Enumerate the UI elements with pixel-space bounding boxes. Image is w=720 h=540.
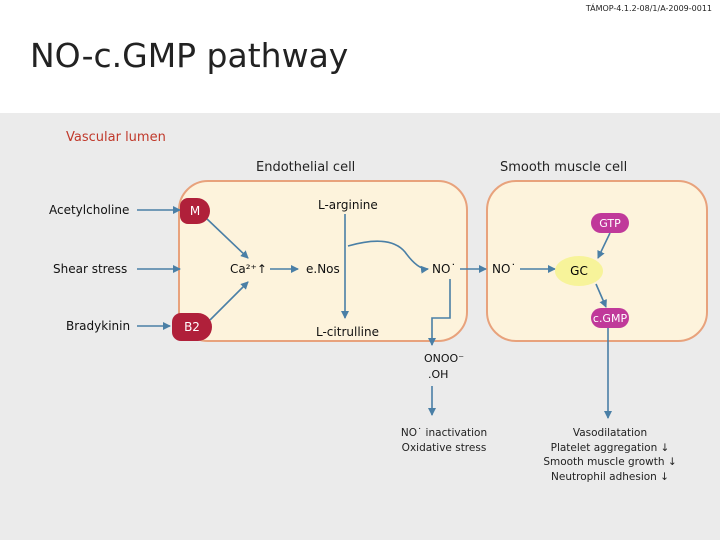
b2-receptor: B2 (172, 313, 212, 341)
arrow-gc-to-cgmp (595, 283, 607, 308)
stimulus-bradykinin: Bradykinin (66, 319, 131, 333)
onoo-label: ONOO⁻ (424, 352, 465, 365)
vascular-lumen-label: Vascular lumen (66, 130, 166, 145)
arrow-gtp-to-gc (597, 232, 611, 259)
l-citrulline-label: L-citrulline (316, 325, 379, 339)
arrow-m-to-calcium (205, 217, 249, 259)
cgmp-badge: c.GMP (591, 308, 629, 328)
gtp-badge: GTP (591, 213, 629, 233)
reference-code: TÁMOP-4.1.2-08/1/A-2009-0011 (585, 4, 712, 13)
page-title: NO-c.GMP pathway (30, 36, 349, 75)
endothelial-cell-label: Endothelial cell (256, 160, 356, 175)
no-smooth-muscle-label: NO˙ (492, 262, 517, 276)
outcome-neutrophil-adhesion: Neutrophil adhesion ↓ (551, 470, 669, 483)
no-endothelial-label: NO˙ (432, 262, 457, 276)
m-receptor: M (180, 198, 210, 224)
oh-label: .OH (428, 368, 449, 381)
arrow-b2-to-calcium (209, 281, 249, 321)
outcome-no-inactivation: NO˙ inactivation (400, 427, 488, 439)
outcome-oxidative-stress: Oxidative stress (401, 441, 487, 454)
outcomes-left: NO˙ inactivation Oxidative stress (401, 426, 487, 455)
endothelial-cell (178, 180, 468, 342)
guanylate-cyclase: GC (555, 256, 603, 286)
outcome-platelet-aggregation: Platelet aggregation ↓ (550, 441, 670, 454)
smooth-muscle-cell-label: Smooth muscle cell (500, 160, 628, 175)
stimulus-acetylcholine: Acetylcholine (49, 203, 130, 217)
outcomes-right: Vasodilatation Platelet aggregation ↓ Sm… (543, 426, 676, 484)
outcome-smooth-muscle-growth: Smooth muscle growth ↓ (543, 456, 677, 468)
stimulus-shear-stress: Shear stress (53, 262, 128, 276)
arrow-no-to-onoo (428, 279, 451, 346)
arrow-l-arginine-to-no (347, 240, 429, 274)
enos-label: e.Nos (306, 262, 340, 276)
outcome-vasodilatation: Vasodilatation (572, 427, 648, 439)
l-arginine-label: L-arginine (318, 198, 378, 212)
calcium-label: Ca²⁺↑ (230, 262, 267, 276)
